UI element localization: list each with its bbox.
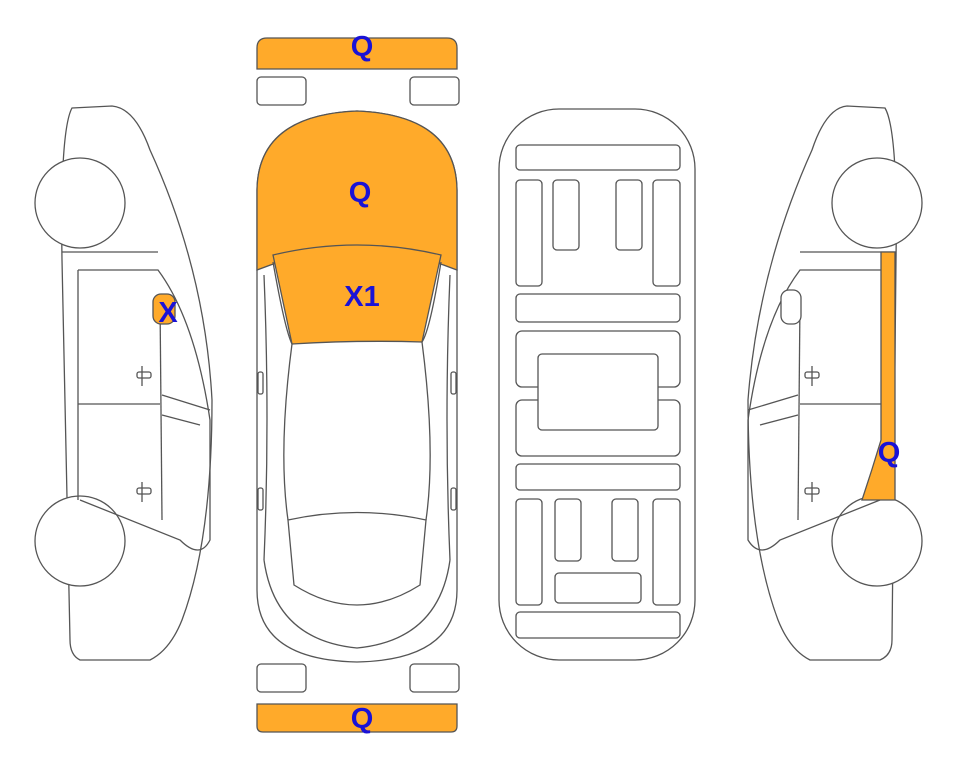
left-trim-line bbox=[161, 414, 201, 426]
right-mirror-line bbox=[747, 394, 799, 411]
right-taillight bbox=[409, 663, 460, 693]
left-b-pillar bbox=[159, 299, 163, 521]
right-rear-mirror bbox=[450, 487, 457, 511]
rear-bumper-mark: Q bbox=[351, 703, 374, 735]
right-door-handle-front bbox=[804, 366, 820, 386]
right-b-pillar bbox=[797, 299, 801, 521]
rear-window-outline bbox=[287, 511, 427, 606]
center-tunnel-panel bbox=[537, 353, 659, 431]
right-pillar-mark: Q bbox=[878, 437, 901, 469]
rear-right-inner bbox=[611, 498, 639, 562]
spare-well bbox=[554, 572, 642, 604]
left-window-outline bbox=[78, 269, 211, 551]
right-mirror-shape bbox=[780, 289, 802, 325]
top-view: Q Q X1 Q bbox=[256, 31, 460, 735]
left-pillar-mark: X bbox=[158, 297, 178, 329]
left-mirror bbox=[257, 371, 264, 395]
front-left-rail bbox=[515, 179, 543, 287]
left-headlight bbox=[256, 76, 307, 106]
right-trim-line bbox=[759, 414, 799, 426]
front-bumper-mark: Q bbox=[351, 31, 374, 63]
front-left-inner bbox=[552, 179, 580, 251]
hood-mark: Q bbox=[349, 177, 372, 209]
left-rear-wheel bbox=[34, 495, 126, 587]
windshield-mark: X1 bbox=[344, 281, 379, 313]
left-front-wheel bbox=[34, 157, 126, 249]
rear-left-rail bbox=[515, 498, 543, 606]
trunk-line bbox=[263, 559, 451, 649]
rear-right-rail bbox=[652, 498, 681, 606]
front-bumper-highlight bbox=[256, 37, 458, 70]
right-front-wheel bbox=[831, 157, 923, 249]
front-right-inner bbox=[615, 179, 643, 251]
windshield-highlight bbox=[272, 244, 442, 345]
rear-left-inner bbox=[554, 498, 582, 562]
right-rear-wheel bbox=[831, 495, 923, 587]
front-floor-panel bbox=[515, 293, 681, 323]
right-a-pillar-line bbox=[421, 261, 442, 521]
rear-crossmember bbox=[515, 611, 681, 639]
left-a-pillar-line bbox=[272, 261, 293, 521]
left-taillight bbox=[256, 663, 307, 693]
right-headlight bbox=[409, 76, 460, 106]
right-pillar-highlight bbox=[861, 251, 896, 501]
right-roof-rail bbox=[446, 274, 451, 561]
right-mirror bbox=[450, 371, 457, 395]
left-rear-mirror bbox=[257, 487, 264, 511]
left-door-handle-rear bbox=[136, 482, 152, 502]
left-mirror-line bbox=[161, 394, 211, 411]
left-door-handle-front bbox=[136, 366, 152, 386]
right-side-view: Q bbox=[747, 105, 923, 661]
rear-floor-panel bbox=[515, 463, 681, 491]
front-right-rail bbox=[652, 179, 681, 287]
left-pillar-highlight bbox=[152, 293, 176, 325]
underbody-view bbox=[498, 108, 696, 661]
left-roof-rail bbox=[263, 274, 268, 561]
right-door-handle-rear bbox=[804, 482, 820, 502]
rear-bumper-highlight bbox=[256, 703, 458, 733]
left-side-view: X bbox=[34, 105, 213, 661]
front-crossmember bbox=[515, 144, 681, 171]
